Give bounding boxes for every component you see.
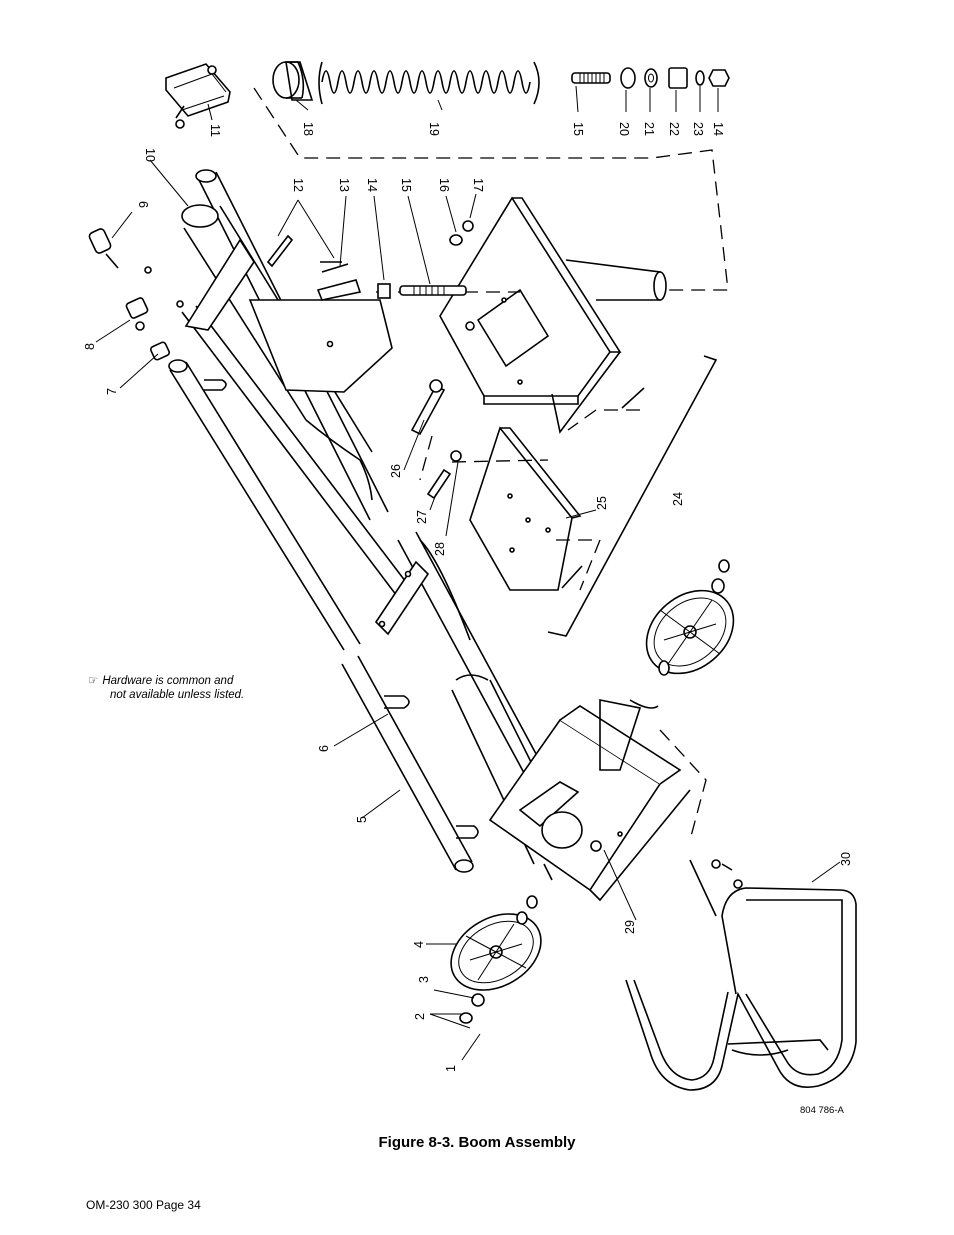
- callout-4: 4: [412, 941, 426, 948]
- callout-6: 6: [317, 745, 331, 752]
- callout-11: 11: [208, 124, 222, 137]
- figure-caption: Figure 8-3. Boom Assembly: [378, 1134, 576, 1151]
- callout-21: 21: [642, 122, 656, 136]
- callout-9: 9: [137, 201, 151, 208]
- mounting-plate-assembly: [184, 196, 667, 636]
- handle-frame: [625, 859, 857, 1091]
- callout-1: 1: [444, 1065, 458, 1072]
- callout-29: 29: [623, 920, 637, 934]
- note-line-1: Hardware is common and: [102, 675, 234, 687]
- callout-7: 7: [105, 388, 119, 395]
- callout-26: 26: [389, 464, 403, 478]
- small-hardware: [88, 220, 645, 839]
- sleeve-part-18: [272, 61, 314, 101]
- callout-16: 16: [437, 178, 451, 192]
- callout-24: 24: [671, 492, 685, 506]
- callout-18: 18: [301, 122, 315, 136]
- callout-3: 3: [417, 976, 431, 983]
- callout-19: 19: [427, 122, 441, 136]
- pulley-upper: [645, 559, 735, 676]
- stud-and-nut-stack: [571, 67, 730, 89]
- callout-8: 8: [83, 343, 97, 350]
- callout-25: 25: [595, 496, 609, 510]
- drawing-number: 804 786-A: [800, 1105, 844, 1116]
- callout-2: 2: [413, 1013, 427, 1020]
- callout-5: 5: [355, 816, 369, 823]
- callout-15b: 15: [571, 122, 585, 136]
- callout-30: 30: [839, 852, 853, 866]
- hardware-note: ☞Hardware is common and not available un…: [88, 674, 244, 702]
- callout-28: 28: [433, 542, 447, 556]
- spring-part-19: [318, 61, 540, 105]
- callout-14b: 14: [711, 122, 725, 136]
- callout-20: 20: [617, 122, 631, 136]
- callout-22: 22: [667, 122, 681, 136]
- bracket-part-11: [165, 63, 231, 129]
- callout-labels: 1 2 3 4 5 6 7 8 9 10 11 12 13 14 15 16 1…: [83, 122, 853, 1072]
- callout-17: 17: [471, 178, 485, 192]
- callout-23: 23: [691, 122, 705, 136]
- lower-frame: [488, 699, 707, 902]
- pulley-lower: [450, 895, 542, 1024]
- callout-14: 14: [365, 178, 379, 192]
- leader-lines: [95, 85, 841, 1061]
- pointing-hand-icon: ☞: [88, 675, 99, 687]
- callout-27: 27: [415, 510, 429, 524]
- note-line-2: not available unless listed.: [110, 689, 245, 701]
- callout-13: 13: [337, 178, 351, 192]
- callout-10: 10: [143, 148, 157, 162]
- page-footer: OM-230 300 Page 34: [86, 1198, 201, 1212]
- spring-hardware-stack: [165, 61, 730, 129]
- callout-12: 12: [291, 178, 305, 192]
- callout-15: 15: [399, 178, 413, 192]
